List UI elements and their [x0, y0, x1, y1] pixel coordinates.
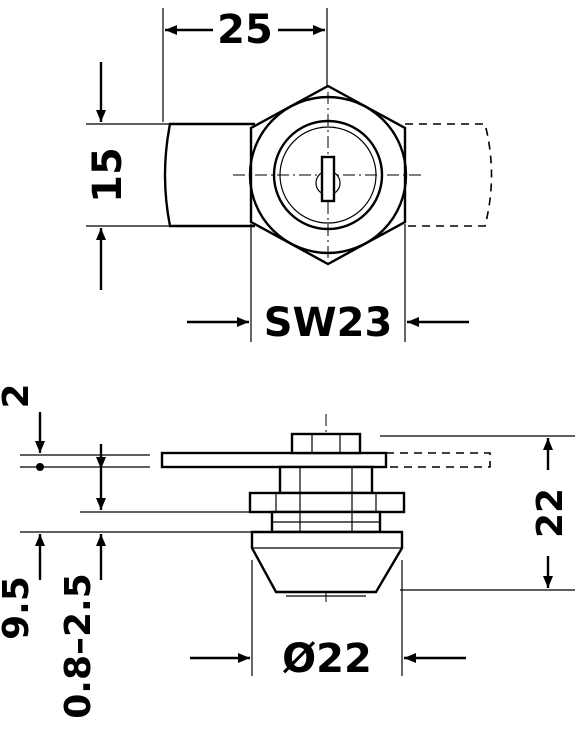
cam-plate — [160, 451, 388, 469]
top-view: 25 15 SW23 — [85, 7, 493, 346]
dim-label-range: 0.8–2.5 — [58, 573, 99, 719]
dim-label-diameter: Ø22 — [282, 636, 372, 682]
dim-label-total: 22 — [530, 488, 571, 538]
dim-label-wrench: SW23 — [264, 300, 393, 346]
dim-label-offset: 2 — [0, 383, 37, 408]
cam-tongue — [163, 122, 255, 228]
dim-label-panel: 9.5 — [0, 576, 37, 640]
top-nut — [290, 432, 362, 455]
side-view: 2 9.5 0.8–2.5 — [0, 383, 575, 719]
cam-plate-hidden — [386, 452, 491, 468]
cam-tongue-hidden — [405, 123, 493, 227]
key-slot — [320, 155, 336, 203]
bezel — [250, 530, 404, 594]
hex-nut-side — [248, 491, 406, 514]
dim-dot — [36, 463, 44, 471]
dim-label-width: 25 — [217, 7, 273, 53]
dim-label-height: 15 — [85, 147, 131, 203]
spacer — [278, 465, 374, 495]
